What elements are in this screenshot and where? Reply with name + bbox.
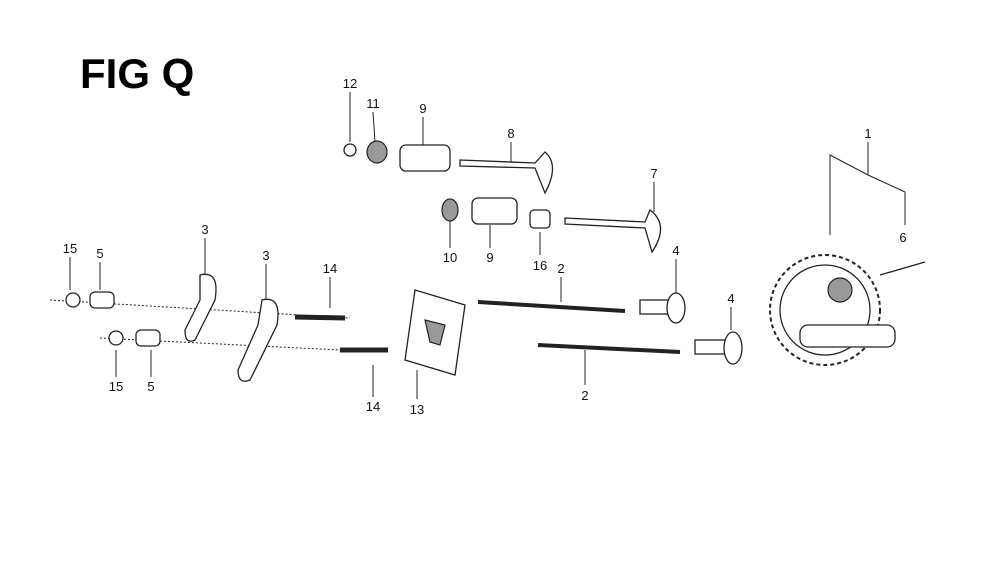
callout-5: 5 — [96, 246, 103, 261]
callout-15: 15 — [109, 379, 123, 394]
valve-parts — [343, 140, 662, 254]
part-6-spring — [879, 261, 926, 276]
part-15-nut-a — [65, 292, 81, 308]
callout-6: 6 — [899, 230, 906, 245]
part-12-cotter — [343, 143, 357, 157]
part-8-valve-exhaust — [459, 151, 554, 195]
part-14-stud-a — [294, 314, 346, 321]
callout-4: 4 — [727, 291, 734, 306]
callout-9: 9 — [486, 250, 493, 265]
callout-7: 7 — [650, 166, 657, 181]
part-3-rocker-arm-b — [237, 298, 279, 382]
part-1-camshaft — [769, 254, 926, 366]
callout-14: 14 — [366, 399, 380, 414]
callout-10: 10 — [443, 250, 457, 265]
part-15-nut-b — [108, 330, 124, 346]
pushrods-lifters — [477, 292, 743, 365]
part-10-seat — [441, 198, 459, 222]
callout-14: 14 — [323, 261, 337, 276]
callout-15: 15 — [63, 241, 77, 256]
callout-5: 5 — [147, 379, 154, 394]
callout-11: 11 — [366, 96, 380, 111]
part-5-pivot-a — [89, 291, 115, 309]
callout-2: 2 — [581, 388, 588, 403]
callout-16: 16 — [533, 258, 547, 273]
callout-1: 1 — [864, 126, 871, 141]
part-3-rocker-arm-a — [184, 273, 217, 342]
leader-lines — [49, 92, 906, 399]
callouts: 12 11 9 8 7 1 6 10 9 16 2 4 4 2 3 3 15 5… — [63, 76, 907, 417]
part-11-retainer — [366, 140, 388, 164]
part-16-seal — [529, 209, 551, 229]
part-7-valve-intake — [564, 208, 662, 254]
callout-8: 8 — [507, 126, 514, 141]
callout-3: 3 — [262, 248, 269, 263]
part-5-pivot-b — [135, 329, 161, 347]
callout-4: 4 — [672, 243, 679, 258]
callout-3: 3 — [201, 222, 208, 237]
rocker-parts — [65, 273, 466, 382]
callout-2: 2 — [557, 261, 564, 276]
callout-13: 13 — [410, 402, 424, 417]
figure-title: FIG Q — [80, 50, 195, 97]
callout-12: 12 — [343, 76, 357, 91]
callout-9: 9 — [419, 101, 426, 116]
part-9-spring-lower — [471, 197, 518, 225]
part-9-spring-upper — [399, 144, 451, 172]
